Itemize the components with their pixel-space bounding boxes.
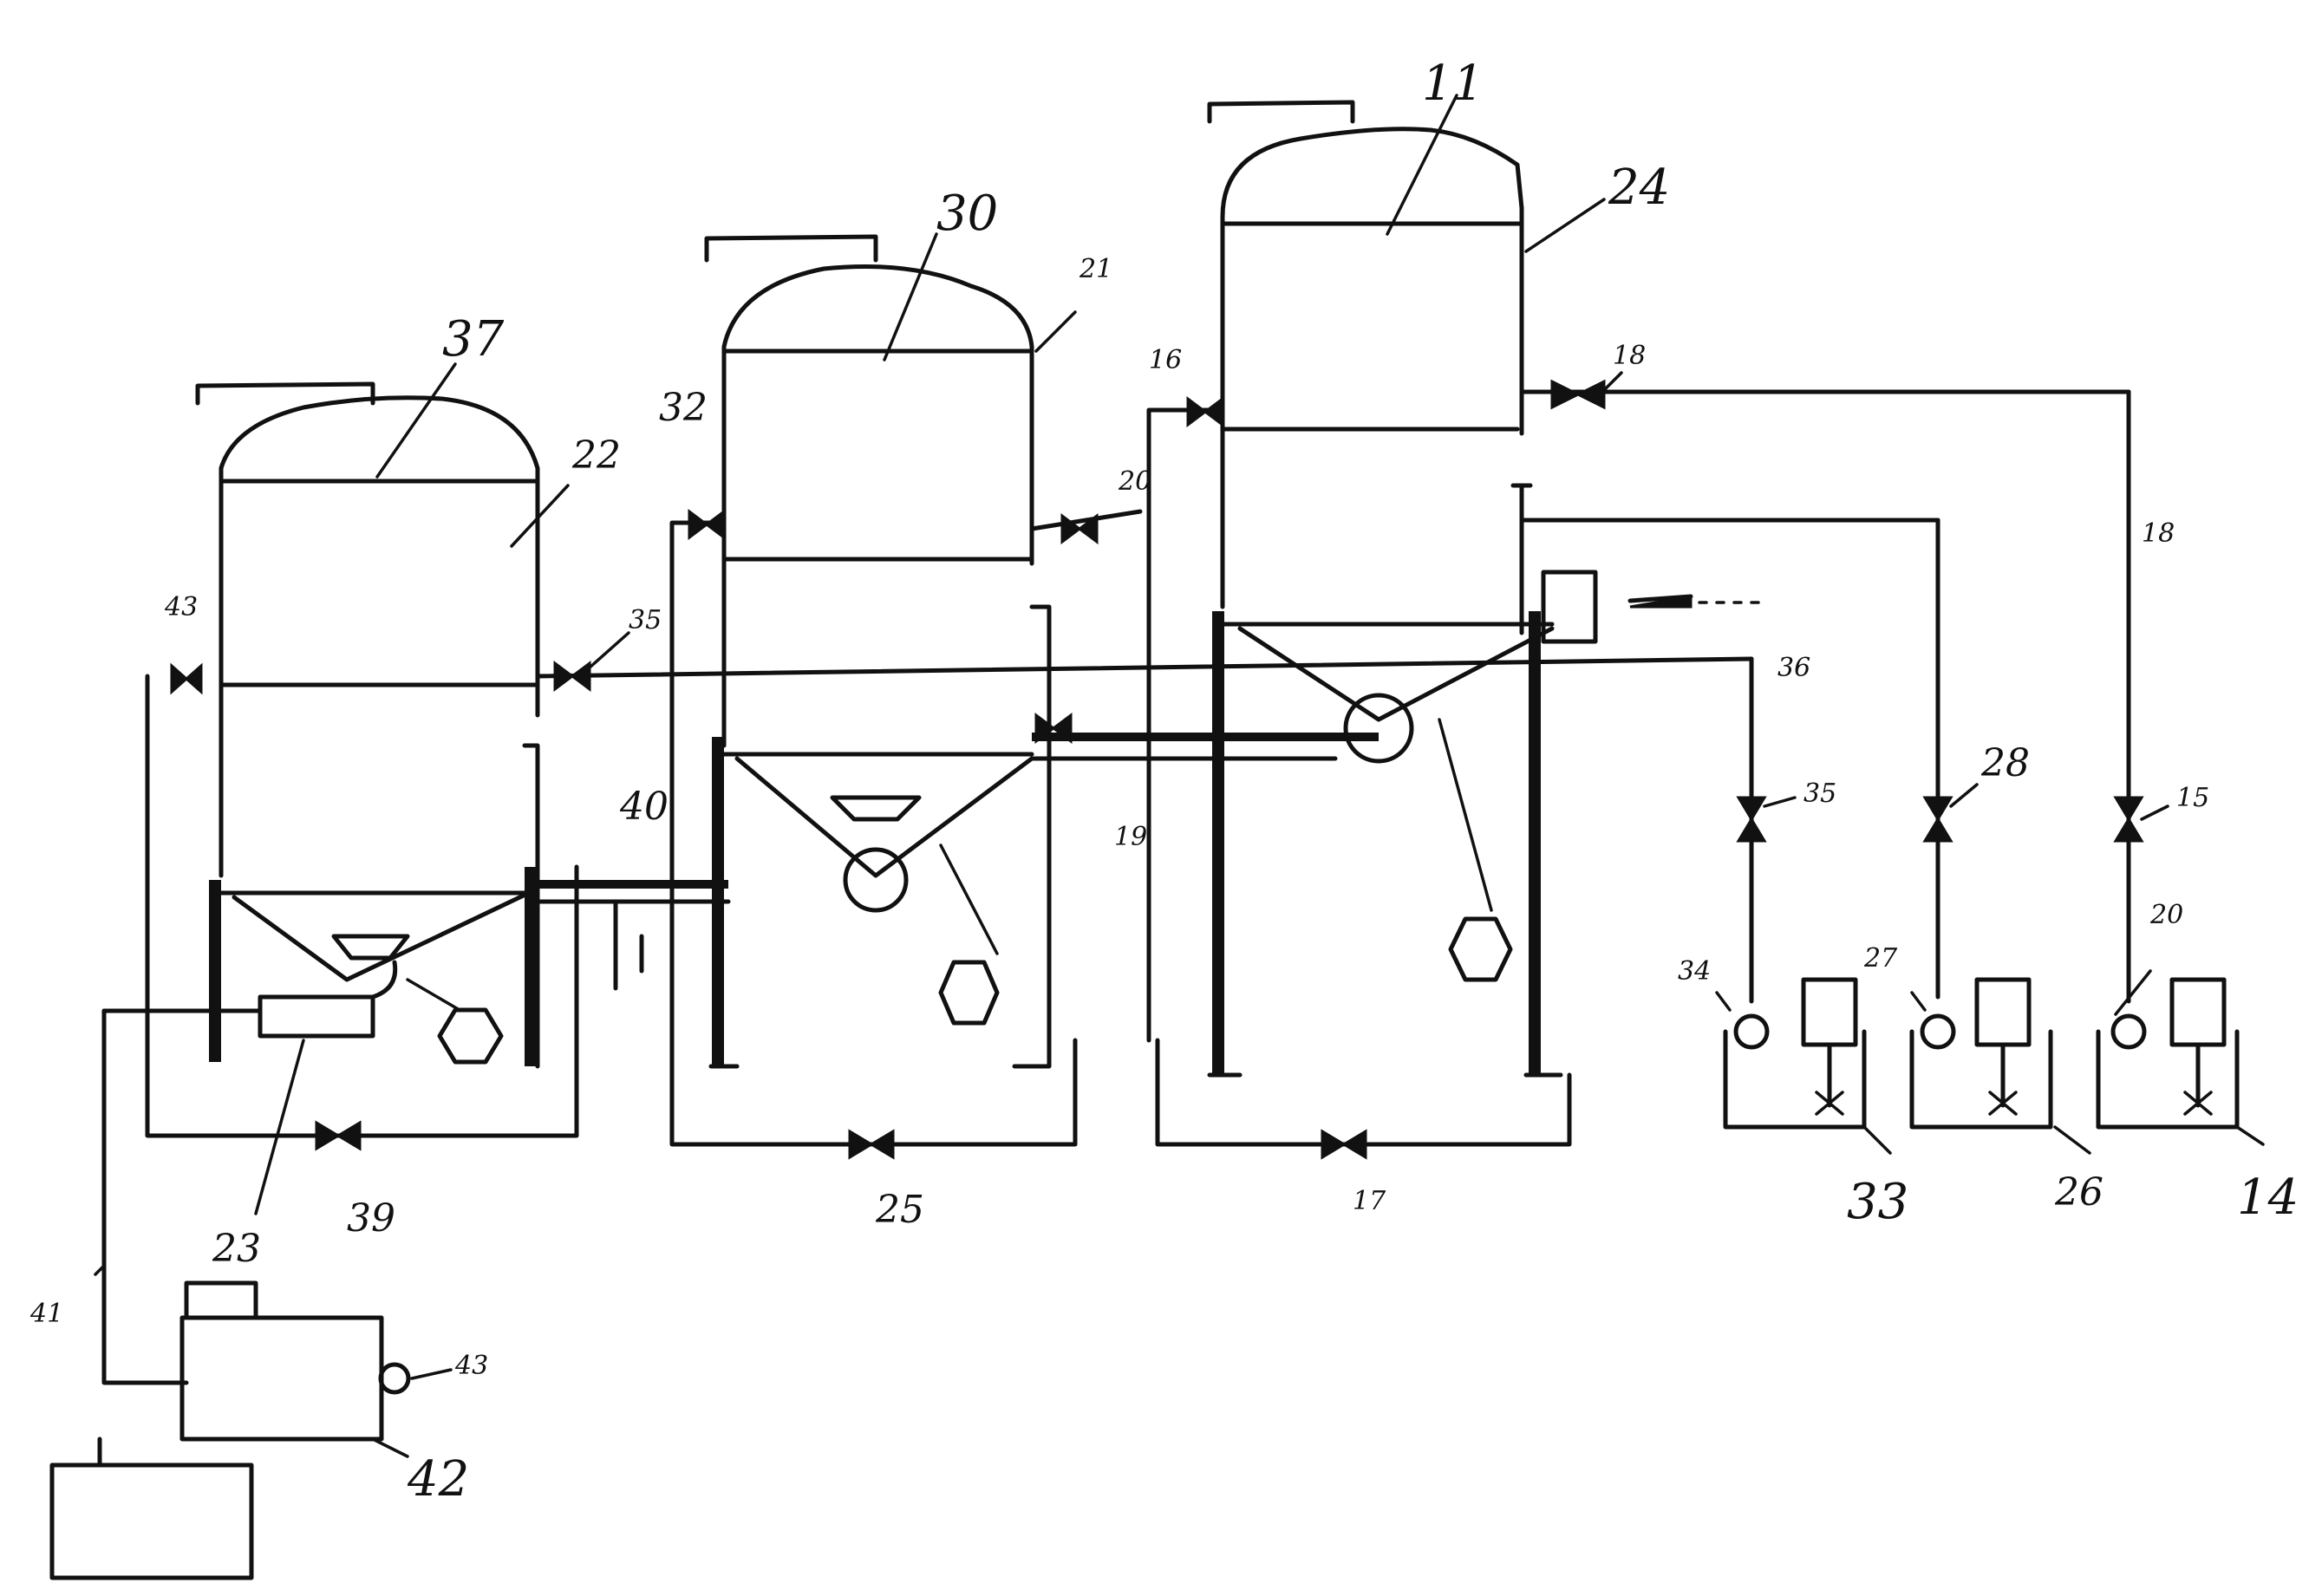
valve-17 <box>1321 1129 1347 1160</box>
valve-16 <box>1186 396 1208 427</box>
motor-42 <box>49 1280 411 1580</box>
label-34: 34 <box>1678 956 1711 987</box>
valve-32 <box>688 509 709 540</box>
label-20: 20 <box>1118 466 1151 497</box>
valve-38 <box>1060 513 1082 544</box>
valve-28 <box>1922 796 1953 822</box>
tank-11 <box>1207 100 1598 1078</box>
label-15: 15 <box>2176 783 2209 813</box>
label-35b: 35 <box>1803 778 1836 809</box>
label-14: 14 <box>2237 1169 2299 1226</box>
valve-15 <box>2113 796 2144 822</box>
tank-37 <box>195 381 540 1069</box>
label-19: 19 <box>1114 822 1147 852</box>
leader-lines <box>94 94 2265 1458</box>
label-43: 43 <box>164 592 198 622</box>
dosing-tank-33 <box>1723 977 1867 1130</box>
label-25: 25 <box>875 1188 924 1232</box>
valves <box>170 379 2144 1160</box>
label-37: 37 <box>442 311 505 368</box>
label-41: 41 <box>29 1299 63 1329</box>
valve-19 <box>170 662 189 695</box>
label-22: 22 <box>571 433 621 478</box>
label-42: 42 <box>407 1451 469 1508</box>
valve-18 <box>1550 379 1582 410</box>
label-16: 16 <box>1149 345 1182 375</box>
label-18b: 18 <box>2142 518 2175 549</box>
label-40: 40 <box>619 785 669 829</box>
valve-35a <box>553 661 575 692</box>
valve-35b <box>1736 796 1767 822</box>
label-39: 39 <box>347 1196 395 1241</box>
label-35a: 35 <box>629 605 662 635</box>
label-23: 23 <box>212 1227 261 1271</box>
label-11: 11 <box>1422 55 1484 112</box>
label-20b: 20 <box>2149 900 2183 930</box>
labels: 11 24 30 21 37 22 32 16 18 18 20 35 43 4… <box>29 55 2299 1508</box>
label-33: 33 <box>1847 1174 1908 1230</box>
valve-25 <box>848 1129 874 1160</box>
label-27: 27 <box>1863 943 1898 974</box>
label-26: 26 <box>2054 1170 2103 1215</box>
label-24: 24 <box>1608 160 1670 216</box>
label-43b: 43 <box>454 1351 488 1381</box>
label-28: 28 <box>1980 741 2030 785</box>
piping <box>101 389 2131 1385</box>
label-17: 17 <box>1353 1186 1386 1216</box>
label-32: 32 <box>659 386 708 430</box>
label-18a: 18 <box>1613 341 1646 371</box>
tank-30 <box>704 234 1052 1069</box>
label-30: 30 <box>936 186 998 242</box>
label-36: 36 <box>1777 653 1810 683</box>
dosing-tank-26 <box>1909 977 2053 1130</box>
valve-39 <box>315 1120 341 1151</box>
dosing-tank-14 <box>2096 977 2240 1130</box>
label-21: 21 <box>1079 254 1112 284</box>
